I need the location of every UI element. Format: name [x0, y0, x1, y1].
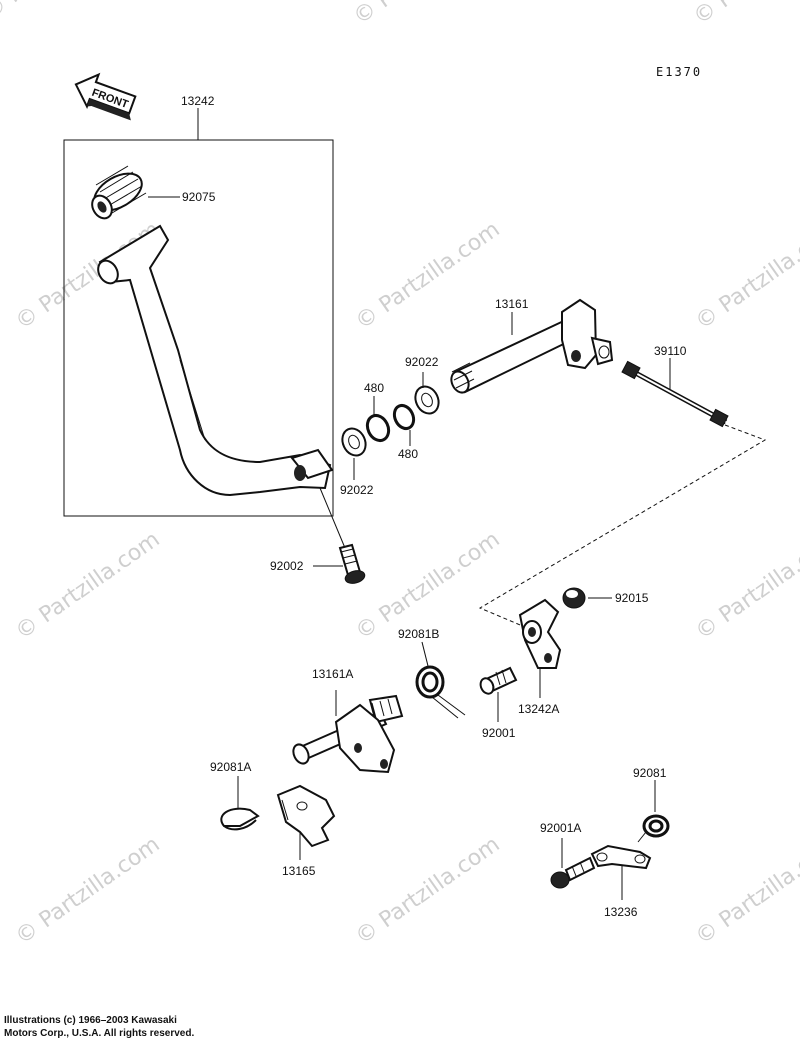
spring-clip-92081A	[220, 807, 260, 831]
plate-13165	[276, 784, 336, 848]
rubber-pedal-92075	[91, 165, 147, 220]
label-92075: 92075	[182, 190, 216, 204]
label-92002: 92002	[270, 559, 304, 573]
watermark: © Partzilla.com	[11, 527, 164, 645]
label-92015: 92015	[615, 591, 649, 605]
bolt-92001A	[550, 856, 596, 889]
label-92081B: 92081B	[398, 627, 439, 641]
label-13161A: 13161A	[312, 667, 353, 681]
watermark: © Partzilla.com	[351, 217, 504, 335]
circlip-480-top	[365, 413, 391, 443]
label-92022-top: 92022	[405, 355, 439, 369]
spring-92081	[637, 814, 670, 843]
bolt-92002	[338, 543, 366, 584]
watermark: © Partzilla.com	[351, 832, 504, 950]
label-92022-bottom: 92022	[340, 483, 374, 497]
washer-92022-top	[414, 385, 440, 415]
pedal-assembly-group: 13242 92075	[63, 94, 334, 517]
copyright-line-1: Illustrations (c) 1966–2003 Kawasaki	[4, 1015, 177, 1026]
watermark: © Partzilla.com	[0, 0, 133, 25]
shift-arm-13242A	[518, 598, 562, 669]
label-92081A: 92081A	[210, 760, 251, 774]
watermark: © Partzilla.com	[689, 0, 800, 30]
label-92001: 92001	[482, 726, 516, 740]
label-13161: 13161	[495, 297, 529, 311]
shift-pedal-lever	[97, 224, 334, 497]
cap-92015	[562, 587, 586, 609]
watermark-layer: © Partzilla.com © Partzilla.com © Partzi…	[0, 0, 800, 950]
watermark: © Partzilla.com	[691, 217, 800, 335]
circlip-480-bottom	[392, 403, 416, 431]
copyright-notice: Illustrations (c) 1966–2003 Kawasaki Mot…	[4, 1014, 194, 1040]
shift-shaft-13161A	[292, 694, 404, 774]
label-13242: 13242	[181, 94, 215, 108]
figure-code: E1370	[656, 65, 702, 79]
washer-92022-bottom	[341, 427, 367, 457]
copyright-line-2: Motors Corp., U.S.A. All rights reserved…	[4, 1028, 195, 1039]
label-13236: 13236	[604, 905, 638, 919]
watermark: © Partzilla.com	[691, 527, 800, 645]
label-13242A: 13242A	[518, 702, 559, 716]
watermark: © Partzilla.com	[349, 0, 502, 30]
label-92081: 92081	[633, 766, 667, 780]
shift-shaft-13161	[450, 298, 614, 394]
label-480-top: 480	[364, 381, 384, 395]
label-13165: 13165	[282, 864, 316, 878]
watermark: © Partzilla.com	[691, 832, 800, 950]
watermark: © Partzilla.com	[11, 832, 164, 950]
tie-rod-39110	[621, 360, 729, 428]
bolt-92001	[479, 666, 518, 695]
front-arrow-icon: FRONT	[74, 72, 137, 121]
spring-92081B	[415, 665, 466, 719]
label-39110: 39110	[654, 344, 687, 358]
label-480-bottom: 480	[398, 447, 418, 461]
plate-13236	[590, 844, 652, 870]
label-92001A: 92001A	[540, 821, 581, 835]
